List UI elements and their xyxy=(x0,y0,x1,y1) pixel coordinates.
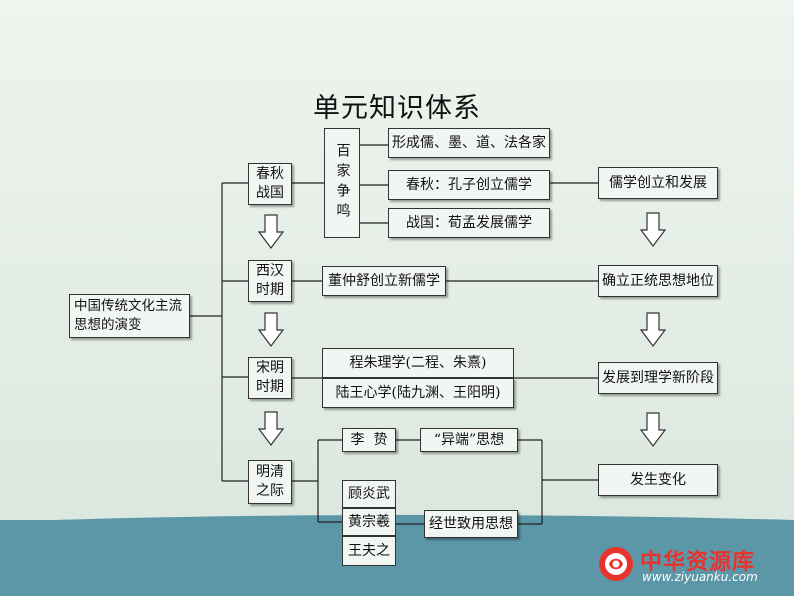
bottom-band xyxy=(0,520,794,596)
node-label: 战国：荀孟发展儒学 xyxy=(406,214,532,231)
lu-wang-node: 陆王心学(陆九渊、王阳明) xyxy=(322,378,514,408)
cheng-zhu-node: 程朱理学(二程、朱熹) xyxy=(322,348,514,378)
node-label: 确立正统思想地位 xyxy=(602,272,714,289)
node-label: 发展到理学新阶段 xyxy=(602,369,714,386)
diagram-title: 单元知识体系 xyxy=(313,93,481,124)
gu-yanwu-node: 顾炎武 xyxy=(342,480,396,508)
root-label: 中国传统文化主流思想的演变 xyxy=(74,298,182,333)
logo-text: 中华资源库 xyxy=(640,550,756,575)
down-arrow-icon xyxy=(640,212,666,247)
node-label: 李 贽 xyxy=(350,431,388,448)
practical-thought-node: 经世致用思想 xyxy=(424,510,518,538)
logo-url: www.ziyuanku.com xyxy=(642,570,758,584)
ziyuanku-logo: 中华资源库 www.ziyuanku.com xyxy=(596,544,776,586)
mencius-xunzi-node: 战国：荀孟发展儒学 xyxy=(388,208,550,238)
period-song-ming: 宋明时期 xyxy=(248,357,292,399)
result-neo-confucianism: 发展到理学新阶段 xyxy=(598,362,718,394)
wang-fuzhi-node: 王夫之 xyxy=(342,536,396,566)
down-arrow-icon xyxy=(640,312,666,347)
period-ming-qing: 明清之际 xyxy=(248,460,292,504)
node-label: 经世致用思想 xyxy=(429,515,513,532)
down-arrow-icon xyxy=(258,214,284,249)
down-arrow-icon xyxy=(258,312,284,347)
period-label: 西汉时期 xyxy=(256,263,284,298)
confucius-node: 春秋：孔子创立儒学 xyxy=(388,170,550,200)
node-label: 春秋：孔子创立儒学 xyxy=(406,176,532,193)
down-arrow-icon xyxy=(640,412,666,447)
huang-zongxi-node: 黄宗羲 xyxy=(342,508,396,536)
node-label: 发生变化 xyxy=(630,471,686,488)
period-label: 宋明时期 xyxy=(256,360,284,395)
schools-formed-node: 形成儒、墨、道、法各家 xyxy=(388,128,550,158)
hundred-schools-label: 百家争鸣 xyxy=(334,143,351,223)
result-orthodox-status: 确立正统思想地位 xyxy=(598,265,718,297)
down-arrow-icon xyxy=(258,411,284,446)
node-label: 黄宗羲 xyxy=(348,513,390,530)
node-label: 董仲舒创立新儒学 xyxy=(328,272,440,289)
dong-zhongshu-node: 董仲舒创立新儒学 xyxy=(322,266,446,296)
period-label: 春秋战国 xyxy=(256,166,284,201)
li-zhi-node: 李 贽 xyxy=(342,428,396,452)
node-label: “异端”思想 xyxy=(433,431,505,448)
node-label: 王夫之 xyxy=(348,542,390,559)
node-label: 顾炎武 xyxy=(348,485,390,502)
result-change: 发生变化 xyxy=(598,464,718,496)
heresy-node: “异端”思想 xyxy=(420,428,518,452)
hundred-schools-node: 百家争鸣 xyxy=(324,128,360,238)
node-label: 程朱理学(二程、朱熹) xyxy=(349,354,487,371)
node-label: 形成儒、墨、道、法各家 xyxy=(392,134,546,151)
period-label: 明清之际 xyxy=(256,464,284,499)
logo-emblem-icon xyxy=(599,547,633,581)
result-confucianism-founded: 儒学创立和发展 xyxy=(598,167,718,199)
node-label: 陆王心学(陆九渊、王阳明) xyxy=(335,384,501,401)
period-spring-autumn: 春秋战国 xyxy=(248,163,292,205)
root-node: 中国传统文化主流思想的演变 xyxy=(69,294,190,338)
period-western-han: 西汉时期 xyxy=(248,260,292,302)
node-label: 儒学创立和发展 xyxy=(609,174,707,191)
